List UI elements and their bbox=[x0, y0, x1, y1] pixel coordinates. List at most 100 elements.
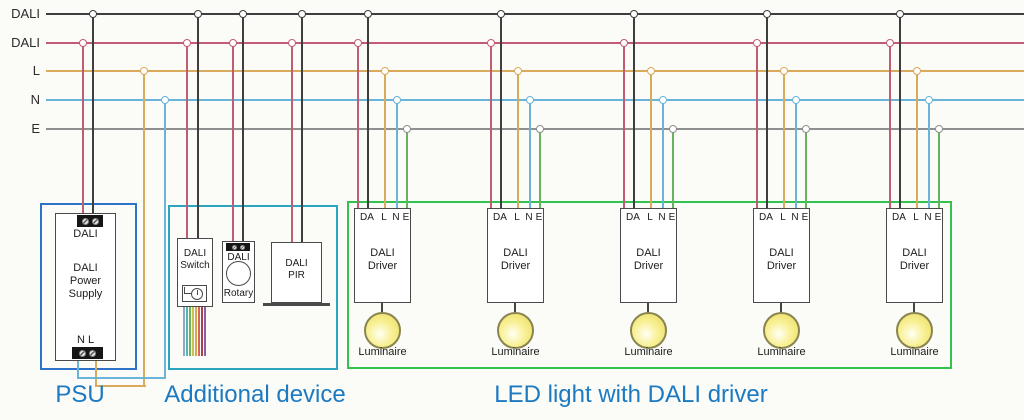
ribbon-wire bbox=[183, 307, 185, 356]
junction-node bbox=[753, 39, 761, 47]
terminal-screw-icon bbox=[89, 349, 96, 357]
driver-label-line: Driver bbox=[766, 260, 797, 272]
junction-node bbox=[364, 10, 372, 18]
drop-wire bbox=[197, 14, 199, 238]
luminaire-label: Luminaire bbox=[491, 346, 540, 358]
junction-node bbox=[896, 10, 904, 18]
luminaire-stem bbox=[647, 303, 649, 313]
luminaire bbox=[364, 312, 401, 349]
driver-terminal-da: DA bbox=[493, 212, 507, 223]
junction-node bbox=[935, 125, 943, 133]
dial-icon bbox=[191, 288, 203, 300]
drop-wire bbox=[232, 43, 234, 241]
dimmer-dial-icon bbox=[182, 285, 207, 302]
driver-earth-wire bbox=[805, 129, 807, 208]
driver-terminal-l: L bbox=[780, 212, 786, 223]
driver-terminal-l: L bbox=[913, 212, 919, 223]
driver-da-wire bbox=[357, 43, 359, 208]
driver-line-wire bbox=[650, 71, 652, 208]
pir-base bbox=[263, 303, 330, 306]
driver-label-line: DALI bbox=[769, 247, 794, 259]
psu-nl-terminal bbox=[72, 347, 103, 359]
psu-body-line: Power bbox=[69, 275, 102, 287]
driver-line-wire bbox=[517, 71, 519, 208]
bus-label-earth-bus: E bbox=[31, 121, 40, 136]
junction-node bbox=[161, 96, 169, 104]
driver-label-line: DALI bbox=[636, 247, 661, 259]
drop-wire bbox=[82, 43, 84, 215]
driver-line-wire bbox=[384, 71, 386, 208]
psu-body-line: Supply bbox=[68, 288, 103, 300]
psu-dali-terminal-label: DALI bbox=[73, 228, 98, 240]
dali-switch-label: DALI Switch bbox=[178, 248, 212, 272]
dali-pir-label: DALI PIR bbox=[272, 258, 321, 282]
dali-pir-line: DALI bbox=[285, 258, 308, 269]
junction-node bbox=[514, 67, 522, 75]
rotary-dali-label: DALI bbox=[227, 252, 250, 263]
drop-wire bbox=[186, 43, 188, 238]
driver-earth-wire bbox=[938, 129, 940, 208]
dali-switch-line: DALI bbox=[183, 248, 207, 259]
driver-label-line: Driver bbox=[367, 260, 398, 272]
driver-da-wire bbox=[500, 14, 502, 208]
junction-node bbox=[659, 96, 667, 104]
junction-node bbox=[620, 39, 628, 47]
additional-device-group-box bbox=[168, 205, 338, 370]
bus-line-dali-bus-1 bbox=[46, 13, 1024, 15]
junction-node bbox=[298, 10, 306, 18]
driver-terminal-n: N bbox=[658, 212, 666, 223]
psu-nl-terminal-label: N L bbox=[76, 334, 95, 346]
luminaire bbox=[763, 312, 800, 349]
driver-neutral-wire bbox=[529, 100, 531, 208]
junction-node bbox=[487, 39, 495, 47]
psu-caption: PSU bbox=[55, 381, 105, 408]
luminaire-label: Luminaire bbox=[358, 346, 407, 358]
junction-node bbox=[669, 125, 677, 133]
driver-line-wire bbox=[783, 71, 785, 208]
junction-node bbox=[780, 67, 788, 75]
driver-terminal-l: L bbox=[514, 212, 520, 223]
led-caption: LED light with DALI driver bbox=[494, 381, 768, 408]
junction-node bbox=[925, 96, 933, 104]
driver-label-line: Driver bbox=[899, 260, 930, 272]
driver-da-wire bbox=[756, 43, 758, 208]
junction-node bbox=[403, 125, 411, 133]
bus-line-dali-bus-2 bbox=[46, 42, 1024, 44]
psu-body-line: DALI bbox=[73, 262, 98, 274]
psu-body-label: DALI Power Supply bbox=[56, 262, 115, 301]
drop-wire bbox=[95, 361, 97, 387]
junction-node bbox=[288, 39, 296, 47]
driver-da-wire bbox=[766, 14, 768, 208]
bus-line-earth-bus bbox=[46, 128, 1024, 130]
junction-node bbox=[239, 10, 247, 18]
drop-wire bbox=[92, 14, 94, 215]
ribbon-wire bbox=[198, 307, 200, 356]
rotary-label: Rotary bbox=[223, 288, 254, 299]
driver-line-wire bbox=[916, 71, 918, 208]
dali-pir-line: PIR bbox=[288, 270, 305, 281]
drop-wire bbox=[242, 14, 244, 241]
dali-switch-box: DALI Switch bbox=[177, 238, 213, 307]
driver-terminal-e: E bbox=[934, 212, 942, 223]
driver-terminal-n: N bbox=[924, 212, 932, 223]
additional-device-caption: Additional device bbox=[164, 381, 346, 408]
driver-neutral-wire bbox=[396, 100, 398, 208]
junction-node bbox=[913, 67, 921, 75]
junction-node bbox=[79, 39, 87, 47]
junction-node bbox=[630, 10, 638, 18]
driver-neutral-wire bbox=[795, 100, 797, 208]
driver-terminal-n: N bbox=[525, 212, 533, 223]
driver-neutral-wire bbox=[928, 100, 930, 208]
driver-earth-wire bbox=[539, 129, 541, 208]
luminaire-label: Luminaire bbox=[890, 346, 939, 358]
driver-terminal-da: DA bbox=[759, 212, 773, 223]
driver-terminal-e: E bbox=[535, 212, 543, 223]
bus-line-line-bus bbox=[46, 70, 1024, 72]
junction-node bbox=[140, 67, 148, 75]
junction-node bbox=[536, 125, 544, 133]
drop-wire bbox=[143, 71, 145, 385]
